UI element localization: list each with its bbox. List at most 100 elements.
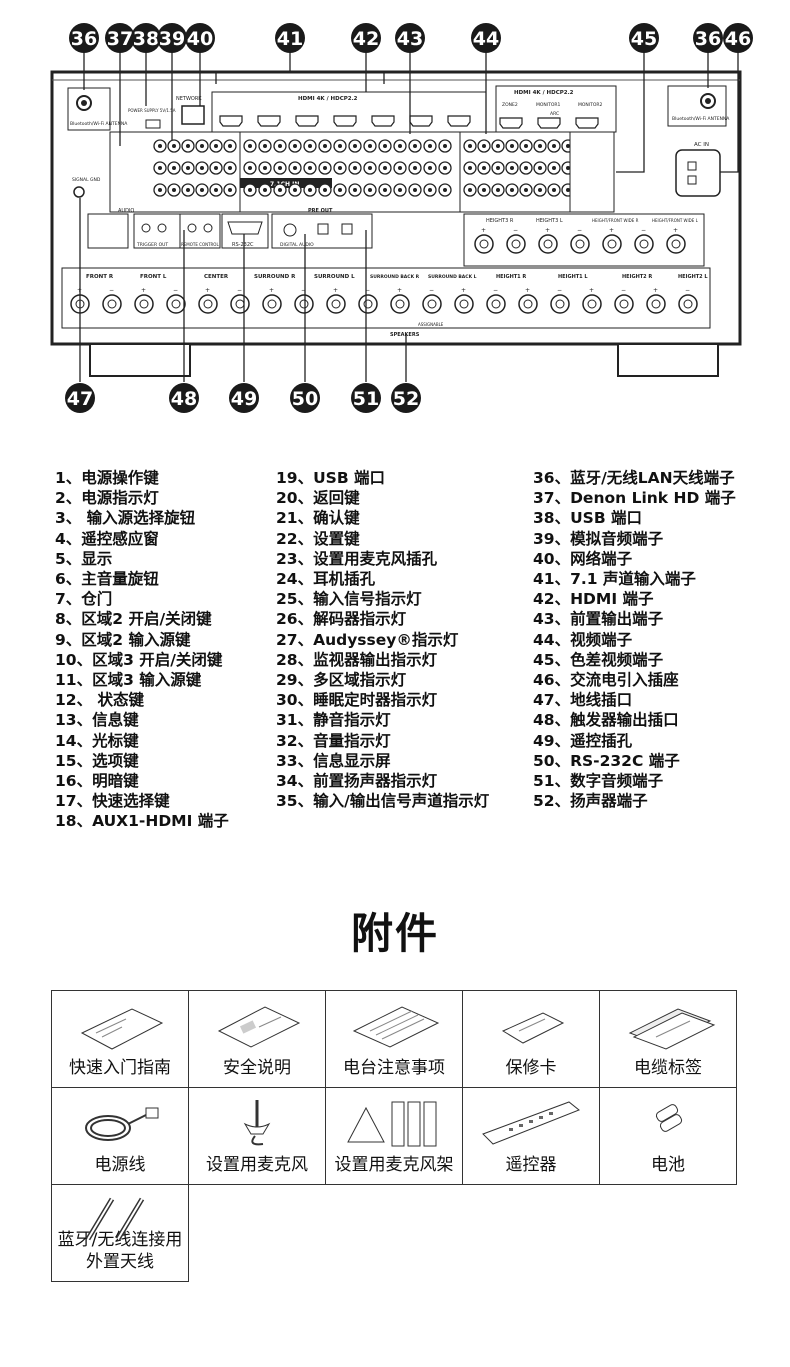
- legend-item: 6、主音量旋钮: [55, 570, 159, 589]
- svg-text:+: +: [653, 287, 658, 294]
- svg-text:+: +: [589, 287, 594, 294]
- callout-marker: 50: [290, 383, 320, 413]
- legend-item: 7、仓门: [55, 590, 113, 609]
- hdmi-port: [257, 115, 281, 127]
- height-front-wide-r-label: HEIGHT/FRONT WIDE R: [592, 218, 639, 223]
- height1-l-label: HEIGHT1 L: [558, 274, 588, 280]
- trigger-out-label: TRIGGER OUT: [136, 242, 168, 248]
- svg-text:−: −: [301, 287, 306, 294]
- callout-marker: 41: [275, 23, 305, 53]
- callout-number: 43: [397, 28, 423, 50]
- callout-number: 37: [107, 28, 133, 50]
- legend-item: 47、地线插口: [533, 691, 633, 710]
- surround-l-label: SURROUND L: [314, 274, 355, 280]
- pre-out-label: PRE OUT: [308, 208, 333, 214]
- remote-control-icon: [482, 1101, 580, 1145]
- hdmi-out-label: HDMI 4K / HDCP2.2: [514, 90, 574, 96]
- svg-text:+: +: [673, 227, 678, 234]
- accessory-cell: 快速入门指南: [51, 990, 189, 1088]
- foot-left: [89, 343, 191, 377]
- callout-marker: 49: [229, 383, 259, 413]
- arc-label: ARC: [550, 111, 559, 117]
- callout-marker: 45: [629, 23, 659, 53]
- legend-item: 37、Denon Link HD 端子: [533, 489, 736, 508]
- signal-gnd-label: SIGNAL GND: [72, 177, 101, 183]
- digital-audio-label: DIGITAL AUDIO: [280, 242, 314, 248]
- legend-item: 4、遥控感应窗: [55, 529, 159, 548]
- height2-r-label: HEIGHT2 R: [622, 274, 652, 280]
- legend-item: 13、信息键: [55, 711, 139, 730]
- svg-text:−: −: [577, 227, 582, 234]
- svg-text:+: +: [333, 287, 338, 294]
- accessory-cell: 安全说明: [188, 990, 326, 1088]
- legend-item: 49、遥控插孔: [533, 731, 633, 750]
- callout-number: 45: [631, 28, 657, 50]
- surround-back-l-label: SURROUND BACK L: [428, 274, 477, 280]
- accessory-cell: 电台注意事项: [325, 990, 463, 1088]
- svg-text:−: −: [641, 227, 646, 234]
- callout-marker: 51: [351, 383, 381, 413]
- callout-marker: 39: [157, 23, 187, 53]
- accessory-label: 保修卡: [505, 1058, 557, 1078]
- callout-number: 49: [231, 388, 257, 410]
- legend-item: 40、网络端子: [533, 549, 633, 568]
- foot-right: [617, 343, 719, 377]
- callout-number: 50: [292, 388, 318, 410]
- front-l-label: FRONT L: [140, 274, 167, 280]
- legend-item: 31、静音指示灯: [276, 711, 391, 730]
- legend-item: 45、色差视频端子: [533, 650, 664, 669]
- legend-item: 39、模拟音频端子: [533, 529, 664, 548]
- accessory-label: 电缆标签: [634, 1058, 702, 1078]
- rear-panel-diagram: Bluetooth/Wi-Fi ANTENNA Bluetooth/Wi-Fi …: [50, 23, 753, 413]
- legend-item: 9、区域2 输入源键: [55, 630, 191, 649]
- legend-item: 30、睡眠定时器指示灯: [276, 691, 438, 710]
- legend-item: 43、前置输出端子: [533, 610, 664, 629]
- accessory-label: 快速入门指南: [69, 1058, 171, 1078]
- legend-item: 33、信息显示屏: [276, 751, 391, 770]
- legend-item: 18、AUX1-HDMI 端子: [55, 812, 229, 831]
- height2-l-label: HEIGHT2 L: [678, 274, 708, 280]
- legend-item: 12、 状态键: [55, 691, 144, 710]
- svg-text:+: +: [461, 287, 466, 294]
- power-supply-label: POWER SUPPLY 5V/1.5A: [128, 108, 176, 113]
- callout-number: 46: [725, 28, 751, 50]
- accessory-cell: 蓝牙/无线连接用外置天线: [51, 1184, 189, 1282]
- callout-number: 36: [71, 28, 97, 50]
- legend-item: 52、扬声器端子: [533, 792, 648, 811]
- legend-item: 15、选项键: [55, 751, 139, 770]
- external-antenna-icon: [85, 1197, 145, 1241]
- legend-item: 51、数字音频端子: [533, 772, 664, 791]
- callout-number: 41: [277, 28, 303, 50]
- accessory-cell: 保修卡: [462, 990, 600, 1088]
- legend-item: 16、明暗键: [55, 772, 139, 791]
- svg-text:−: −: [621, 287, 626, 294]
- svg-text:+: +: [525, 287, 530, 294]
- callout-marker: 36: [69, 23, 99, 53]
- legend-item: 22、设置键: [276, 529, 360, 548]
- callout-marker: 48: [169, 383, 199, 413]
- quick-start-guide-icon: [80, 1008, 164, 1050]
- accessory-cell: 电池: [599, 1087, 737, 1185]
- callout-number: 51: [353, 388, 379, 410]
- callout-marker: 46: [723, 23, 753, 53]
- callout-number: 36: [695, 28, 721, 50]
- callout-number: 40: [187, 28, 213, 50]
- ac-in-socket: [675, 149, 721, 197]
- svg-text:−: −: [557, 287, 562, 294]
- svg-text:−: −: [365, 287, 370, 294]
- legend-item: 2、电源指示灯: [55, 489, 159, 508]
- cable-labels-icon: [628, 1008, 716, 1050]
- accessory-label: 电台注意事项: [343, 1058, 445, 1078]
- callout-marker: 52: [391, 383, 421, 413]
- accessory-cell: 遥控器: [462, 1087, 600, 1185]
- legend-item: 20、返回键: [276, 489, 360, 508]
- callout-number: 44: [473, 28, 499, 50]
- callout-number: 48: [171, 388, 197, 410]
- height3-r-label: HEIGHT3 R: [486, 218, 514, 224]
- legend-item: 35、输入/输出信号声道指示灯: [276, 792, 490, 811]
- monitor2-label: MONITOR2: [578, 102, 603, 108]
- callout-marker: 47: [65, 383, 95, 413]
- surround-r-label: SURROUND R: [254, 274, 296, 280]
